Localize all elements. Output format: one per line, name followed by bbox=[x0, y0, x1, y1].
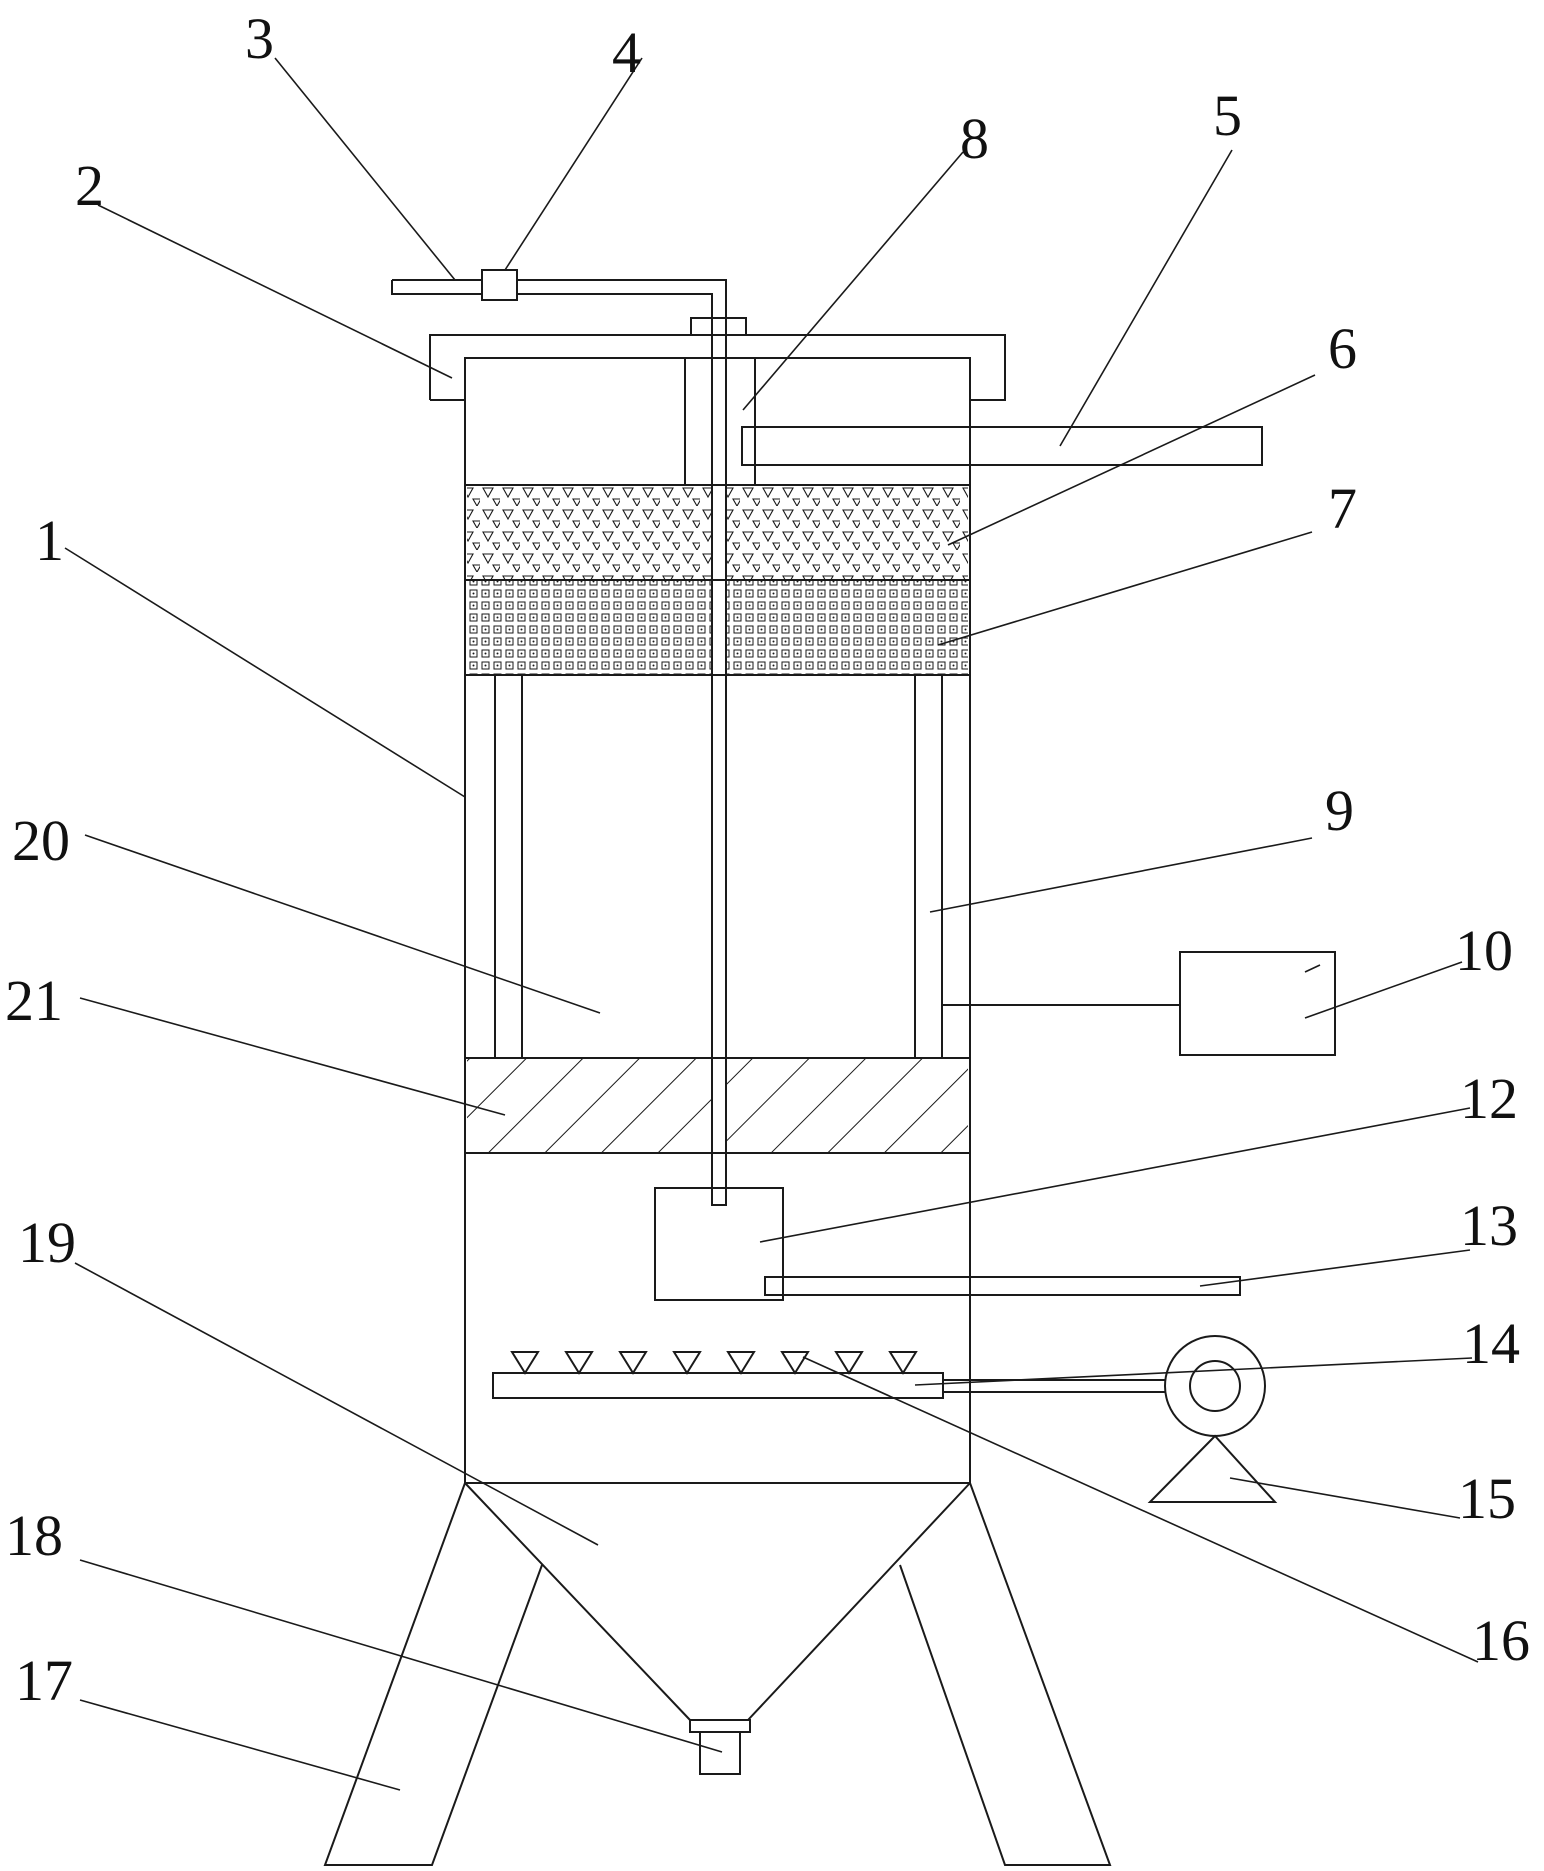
distribution-box bbox=[654, 1187, 784, 1301]
outlet-pipe bbox=[741, 426, 1263, 466]
leg-left bbox=[323, 1482, 543, 1866]
filter-layer-triangle-right bbox=[726, 485, 968, 580]
filter-layer-square-left bbox=[467, 580, 712, 675]
tank-lid bbox=[429, 334, 1006, 401]
hopper-outlet-flange bbox=[689, 1719, 751, 1733]
filter-layer-triangle-left bbox=[467, 485, 712, 580]
label-17: 17 bbox=[15, 1648, 73, 1713]
part-labels: 3 4 2 8 5 6 7 1 9 10 20 21 12 13 19 14 1… bbox=[5, 6, 1530, 1713]
lid-pipe-collar bbox=[690, 317, 747, 336]
label-20: 20 bbox=[12, 808, 70, 873]
label-19: 19 bbox=[18, 1210, 76, 1275]
discharge-pipe bbox=[764, 1276, 1241, 1296]
inlet-pipe bbox=[391, 279, 482, 295]
aeration-pipe bbox=[492, 1372, 944, 1399]
label-15: 15 bbox=[1458, 1466, 1516, 1531]
valve bbox=[481, 269, 518, 301]
hatched-plate-left bbox=[467, 1058, 712, 1153]
label-1: 1 bbox=[35, 508, 64, 573]
leg-right bbox=[899, 1482, 1112, 1866]
blower-impeller bbox=[1189, 1360, 1241, 1412]
leader-lines bbox=[64, 57, 1479, 1791]
label-7: 7 bbox=[1328, 476, 1357, 541]
conical-hopper bbox=[464, 1482, 971, 1721]
label-18: 18 bbox=[5, 1503, 63, 1568]
label-12: 12 bbox=[1460, 1066, 1518, 1131]
label-10: 10 bbox=[1455, 918, 1513, 983]
label-13: 13 bbox=[1460, 1193, 1518, 1258]
blower-housing bbox=[1164, 1335, 1266, 1437]
tank-body bbox=[464, 357, 971, 1484]
label-6: 6 bbox=[1328, 316, 1357, 381]
label-5: 5 bbox=[1213, 83, 1242, 148]
blower-stand bbox=[1147, 1434, 1278, 1503]
hopper-outlet bbox=[699, 1731, 741, 1775]
controller-box bbox=[1179, 951, 1336, 1056]
label-14: 14 bbox=[1462, 1311, 1520, 1376]
label-8: 8 bbox=[960, 106, 989, 171]
label-9: 9 bbox=[1325, 778, 1354, 843]
label-3: 3 bbox=[245, 6, 274, 71]
label-2: 2 bbox=[75, 153, 104, 218]
label-21: 21 bbox=[5, 968, 63, 1033]
label-4: 4 bbox=[612, 20, 641, 85]
label-16: 16 bbox=[1472, 1608, 1530, 1673]
hatched-plate-right bbox=[726, 1058, 968, 1153]
nozzle-row bbox=[510, 1351, 918, 1375]
filter-layer-square-right bbox=[726, 580, 968, 675]
